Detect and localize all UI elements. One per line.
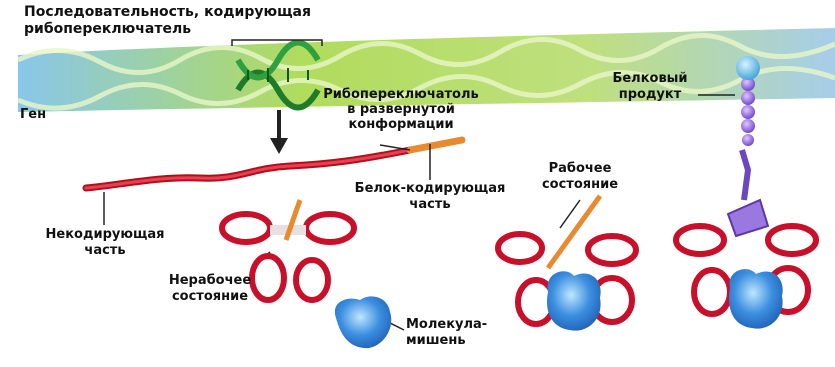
protein-coding-label-line2: часть — [330, 198, 530, 212]
protein-coding-label-line1: Белок-кодирующая — [330, 182, 530, 196]
protein-product-label-line2: продукт — [600, 88, 700, 102]
inactive-state-label-line1: Нерабочее — [150, 274, 270, 288]
active-state-label-line2: состояние — [530, 178, 630, 192]
gene-label: Ген — [20, 108, 46, 122]
active-riboswitch — [498, 196, 636, 331]
target-molecule — [335, 296, 391, 348]
inactive-state-label-line2: состояние — [150, 290, 270, 304]
unfolded-label-line1: Рибопереключатоль — [296, 88, 506, 102]
sequence-title-line2: рибопереключатель — [24, 22, 191, 36]
unfolded-label-line2: в развернутой — [296, 103, 506, 117]
protein-product-label-line1: Белковый — [600, 72, 700, 86]
transcription-arrow — [270, 110, 288, 154]
target-molecule-label-line1: Молекула- — [406, 318, 487, 332]
target-molecule-label-line2: мишень — [406, 334, 466, 348]
unfolded-label-line3: конформации — [296, 118, 506, 132]
noncoding-label-line1: Некодирующая — [20, 228, 190, 242]
noncoding-label-line2: часть — [20, 244, 190, 258]
active-state-label-line1: Рабочее — [530, 162, 630, 176]
sequence-title-line1: Последовательность, кодирующая — [24, 5, 311, 19]
